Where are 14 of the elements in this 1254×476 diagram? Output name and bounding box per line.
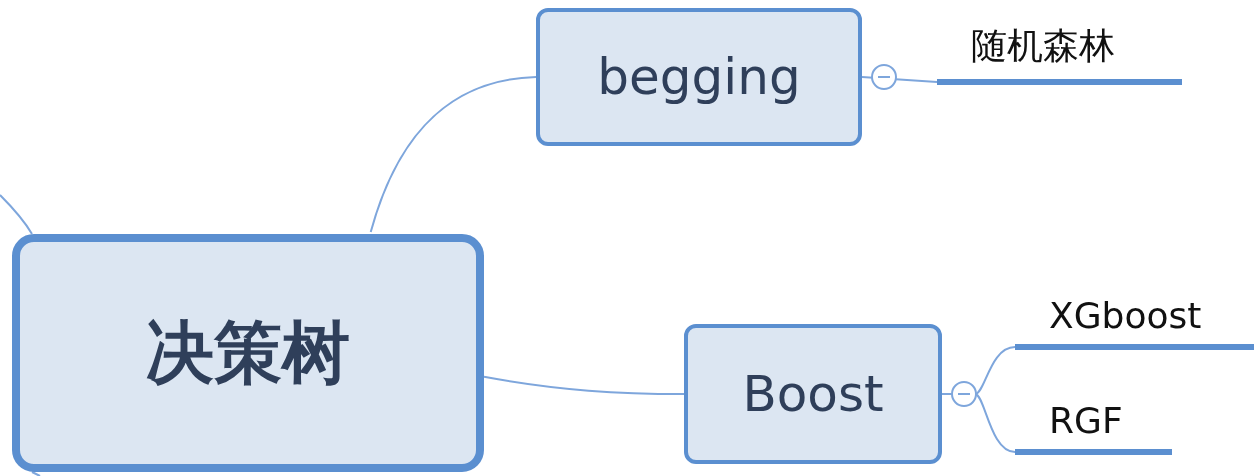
central-topic-box [12,234,484,472]
connector-line [861,76,938,83]
node-label: 决策树 [146,311,350,394]
topic-box [684,324,942,464]
connector-line [483,375,685,395]
connector-line [0,194,33,235]
node-label: 随机森林 [971,24,1115,68]
node-label: RGF [1049,400,1123,441]
node-label: Boost [742,365,884,423]
node-label: begging [597,48,801,106]
connector-line [369,76,537,233]
topic-box [536,8,862,146]
node-label: XGboost [1049,295,1202,336]
connector-line [31,471,41,476]
